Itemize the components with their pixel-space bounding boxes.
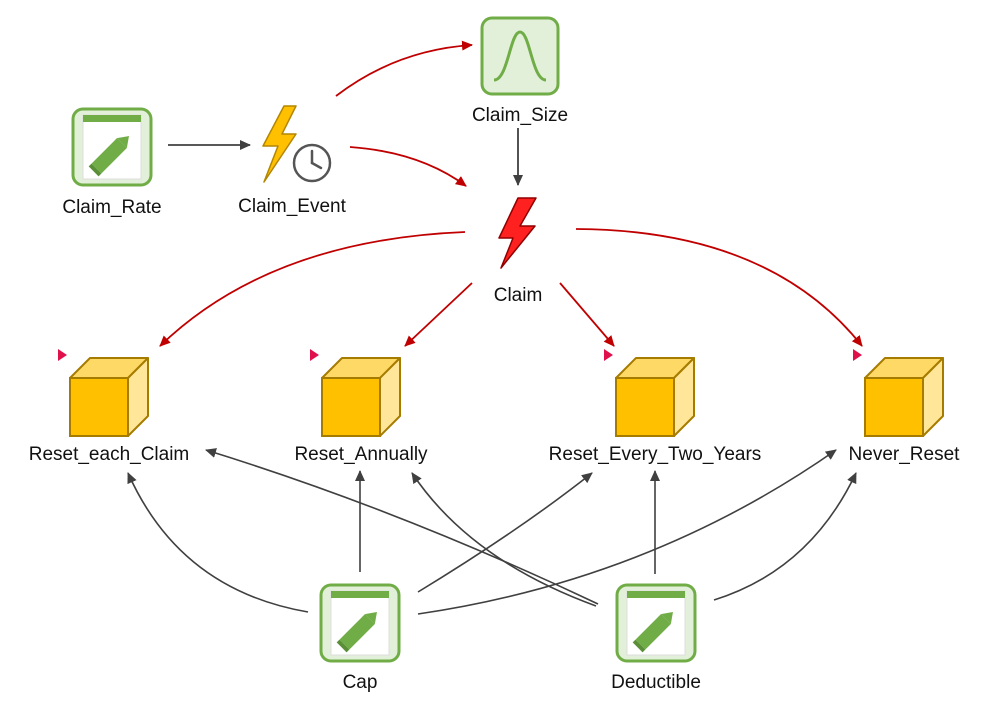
flow-marker-icon [604, 349, 613, 361]
link-claim-event-to-claim [349, 146, 467, 187]
cube-icon [864, 357, 944, 437]
cube-icon [615, 357, 695, 437]
node-claim-event[interactable]: Claim_Event [238, 105, 347, 217]
link-claim-event-to-claim-size [335, 40, 473, 97]
link-deductible-to-reset-each-claim [205, 448, 599, 605]
lightning-icon [498, 197, 537, 269]
pencil-document-icon [319, 583, 401, 663]
node-claim-size[interactable]: Claim_Size [472, 16, 568, 126]
node-claim[interactable]: Claim [494, 197, 543, 306]
link-claim-to-never-reset [575, 228, 863, 347]
node-label: Reset_each_Claim [29, 444, 190, 465]
pencil-document-icon [71, 107, 153, 187]
node-label: Cap [343, 672, 378, 693]
node-label: Claim [494, 285, 543, 306]
node-label: Claim_Rate [62, 197, 161, 218]
link-cap-to-never-reset [417, 449, 837, 615]
flow-marker-icon [853, 349, 862, 361]
link-cap-to-reset-every-two-years [417, 472, 593, 593]
bell-curve-icon [480, 16, 560, 96]
link-claim-to-reset-each-claim [159, 231, 466, 347]
flow-marker-icon [58, 349, 67, 361]
link-claim-to-reset-every-two-years [559, 282, 615, 347]
node-claim-rate[interactable]: Claim_Rate [62, 107, 162, 218]
node-label: Never_Reset [849, 444, 961, 465]
flow-marker-icon [310, 349, 319, 361]
node-deductible[interactable]: Deductible [611, 583, 701, 693]
node-label: Deductible [611, 672, 701, 693]
node-label: Claim_Event [238, 196, 346, 217]
link-deductible-to-never-reset [713, 472, 857, 601]
node-label: Reset_Every_Two_Years [549, 444, 762, 465]
link-claim-to-reset-annually [404, 282, 473, 347]
node-reset-annually[interactable]: Reset_Annually [294, 349, 428, 465]
node-label: Reset_Annually [294, 444, 428, 465]
link-cap-to-reset-each-claim [127, 472, 309, 613]
cube-icon [69, 357, 149, 437]
pencil-document-icon [615, 583, 697, 663]
node-reset-each-claim[interactable]: Reset_each_Claim [29, 349, 190, 465]
lightning-clock-icon [262, 105, 332, 183]
node-reset-every-two-years[interactable]: Reset_Every_Two_Years [549, 349, 762, 465]
node-never-reset[interactable]: Never_Reset [849, 349, 961, 465]
cube-icon [321, 357, 401, 437]
link-deductible-to-reset-annually [411, 472, 597, 607]
node-cap[interactable]: Cap [319, 583, 401, 693]
node-label: Claim_Size [472, 105, 568, 126]
